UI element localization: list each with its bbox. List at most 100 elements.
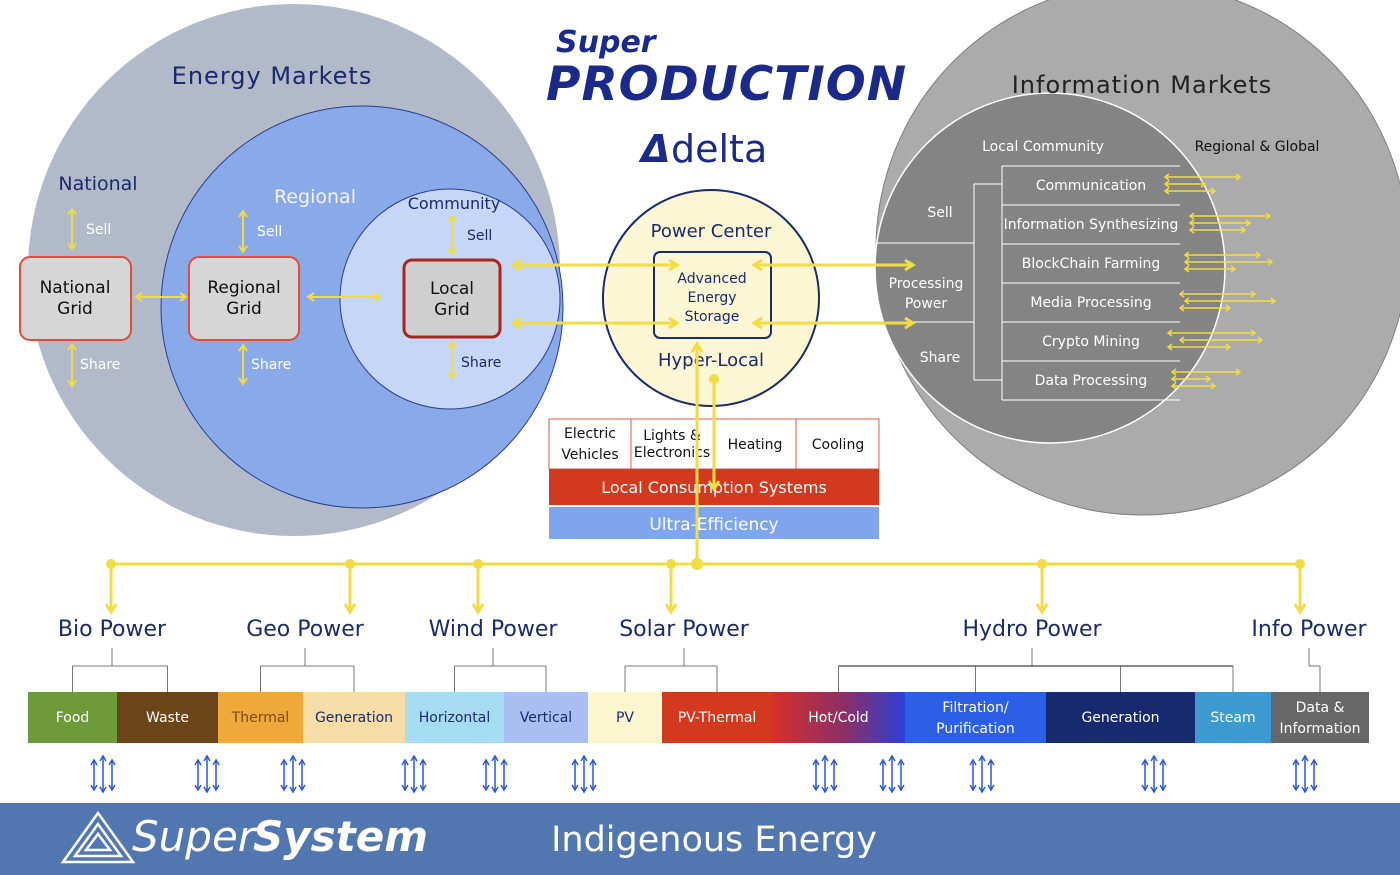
- logo-production-text: PRODUCTION: [546, 57, 907, 112]
- source-arrowhead: [1293, 603, 1307, 615]
- regional-arrowhead: [1235, 368, 1242, 376]
- regional-arrowhead: [1170, 382, 1177, 390]
- category-cell[interactable]: [905, 692, 1046, 743]
- category-label: Filtration/: [942, 700, 1008, 716]
- power-source-name[interactable]: Geo Power: [246, 617, 365, 642]
- national-grid-label-2: Grid: [57, 299, 93, 319]
- category-label: Thermal: [231, 710, 290, 726]
- source-node: [1037, 559, 1047, 569]
- source-node: [345, 559, 355, 569]
- logo-delta-text: delta: [671, 127, 767, 171]
- category-label: Generation: [1081, 710, 1159, 726]
- category-label: Purification: [936, 721, 1015, 737]
- regional-arrowhead: [1178, 336, 1185, 344]
- power-source-name[interactable]: Bio Power: [58, 617, 167, 642]
- power-source-name[interactable]: Hydro Power: [962, 617, 1102, 642]
- category-cell[interactable]: [504, 692, 588, 743]
- information-markets: Information Markets Local Community Regi…: [874, 0, 1400, 516]
- source-bus: [111, 558, 1300, 570]
- regional-arrowhead: [1183, 265, 1190, 273]
- delta-icon: Δ: [638, 127, 670, 171]
- category-cell[interactable]: [1271, 692, 1369, 743]
- advanced-energy-storage-box[interactable]: [653, 251, 772, 339]
- up-down-arrows-icon: [401, 754, 427, 794]
- regional-arrowhead: [1170, 368, 1177, 376]
- up-down-arrows-icon: [571, 754, 597, 794]
- source-arrowhead: [664, 603, 678, 615]
- info-service-label[interactable]: Communication: [1036, 178, 1146, 194]
- info-service-label[interactable]: Data Processing: [1035, 373, 1148, 389]
- feed-node: [709, 374, 719, 384]
- national-label: National: [58, 173, 137, 195]
- footer-logo-system: System: [253, 812, 428, 861]
- regional-arrowhead: [1178, 290, 1185, 298]
- regional-arrowhead: [1166, 329, 1173, 337]
- regional-arrowhead: [1225, 343, 1232, 351]
- regional-arrowhead: [1245, 219, 1252, 227]
- regional-arrowhead: [1210, 187, 1217, 195]
- category-cell[interactable]: [303, 692, 405, 743]
- category-cell[interactable]: [772, 692, 905, 743]
- power-source-trees: [72, 648, 1321, 692]
- processing-power-label-1: Processing: [889, 276, 964, 292]
- regional-share-label: Share: [251, 357, 291, 373]
- category-label: Vertical: [520, 710, 572, 726]
- national-grid-box[interactable]: [19, 256, 132, 341]
- info-service-label[interactable]: Media Processing: [1030, 295, 1151, 311]
- category-cell[interactable]: [588, 692, 662, 743]
- info-service-label[interactable]: BlockChain Farming: [1022, 256, 1160, 272]
- source-arrowhead: [1035, 603, 1049, 615]
- category-cell[interactable]: [117, 692, 218, 743]
- source-arrowhead: [343, 603, 357, 615]
- category-cell[interactable]: [1195, 692, 1271, 743]
- hyper-local-feed-arrows: [690, 341, 721, 562]
- up-down-arrows-icon: [969, 754, 995, 794]
- regional-arrowhead: [1170, 375, 1177, 383]
- category-cell[interactable]: [662, 692, 772, 743]
- regional-arrowhead: [1183, 251, 1190, 259]
- category-cell[interactable]: [1046, 692, 1195, 743]
- hyper-local-label: Hyper-Local: [658, 350, 764, 371]
- power-center-title: Power Center: [651, 221, 772, 242]
- storage-label-3: Storage: [685, 309, 740, 325]
- national-sell-label: Sell: [86, 222, 111, 238]
- source-arrowhead: [104, 603, 118, 615]
- info-service-label[interactable]: Information Synthesizing: [1004, 217, 1179, 233]
- category-cell[interactable]: [28, 692, 117, 743]
- footer-background: [0, 803, 1400, 875]
- power-source-name[interactable]: Info Power: [1251, 617, 1367, 642]
- category-label: Data &: [1296, 700, 1345, 716]
- storage-label-2: Energy: [687, 290, 736, 306]
- info-service-label[interactable]: Crypto Mining: [1042, 334, 1140, 350]
- regional-arrowhead: [1183, 258, 1190, 266]
- regional-grid-label-2: Grid: [226, 299, 262, 319]
- regional-grid-box[interactable]: [188, 256, 300, 341]
- community-sell-label: Sell: [467, 228, 492, 244]
- storage-connector-arrows: [510, 258, 916, 330]
- info-sell-label: Sell: [927, 205, 952, 221]
- regional-arrowhead: [1166, 343, 1173, 351]
- supersystem-triangle-icon: [60, 810, 136, 864]
- source-node: [666, 559, 676, 569]
- category-cell[interactable]: [405, 692, 504, 743]
- regional-arrowhead: [1250, 290, 1257, 298]
- category-label: Horizontal: [419, 710, 490, 726]
- electric-vehicles-label-2: Vehicles: [561, 447, 618, 463]
- info-share-label: Share: [920, 350, 960, 366]
- category-label: Generation: [315, 710, 393, 726]
- power-source-name[interactable]: Wind Power: [429, 617, 559, 642]
- regional-arrowhead: [1210, 382, 1217, 390]
- regional-arrowhead: [1178, 304, 1185, 312]
- category-label: Food: [56, 710, 90, 726]
- category-label: PV-Thermal: [678, 710, 757, 726]
- energy-markets-title: Energy Markets: [172, 62, 373, 90]
- category-cell[interactable]: [218, 692, 303, 743]
- footer-tagline: Indigenous Energy: [551, 820, 877, 860]
- regional-arrowhead: [1270, 297, 1277, 305]
- bus-center-node: [691, 558, 703, 570]
- regional-arrowhead: [1235, 173, 1242, 181]
- heating-label: Heating: [728, 437, 783, 453]
- power-source-name[interactable]: Solar Power: [619, 617, 750, 642]
- local-grid-box[interactable]: [402, 258, 502, 339]
